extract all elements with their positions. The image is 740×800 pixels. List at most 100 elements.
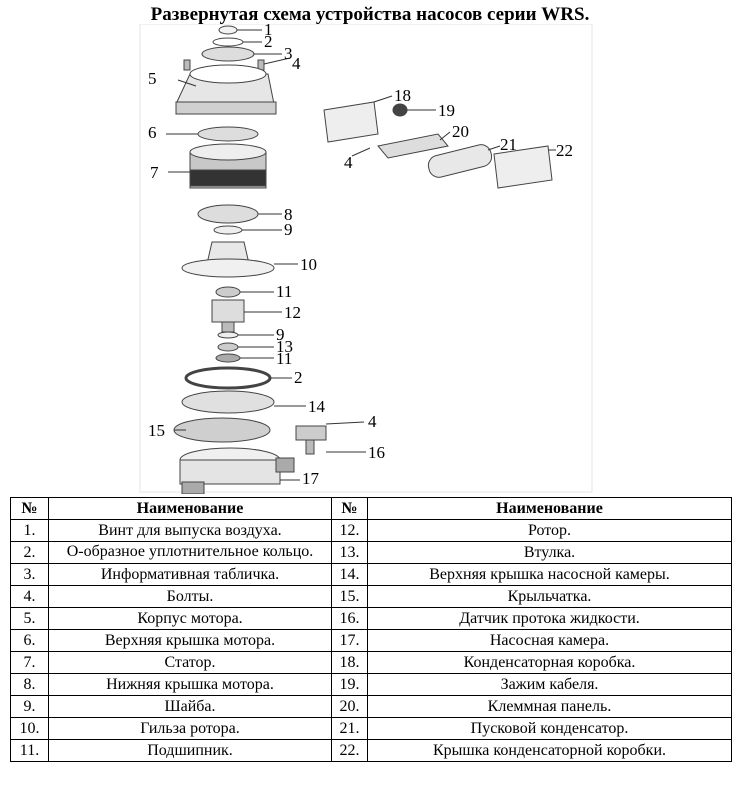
callout-labels: 1 2 3 4 5 6 7 8 9 10 11 12 9 13 11 2 14 … [148,24,573,488]
cell-name: Крышка конденсаторной коробки. [367,739,732,762]
header-number: № [331,497,368,520]
callout: 4 [368,412,377,431]
table-header-row: № Наименование № Наименование [10,497,732,520]
cell-name: Насосная камера. [367,629,732,652]
cell-number: 4. [10,585,49,608]
callout: 20 [452,122,469,141]
cell-number: 18. [331,651,368,674]
table-row: 4. Болты. 15. Крыльчатка. [10,585,732,608]
pump-chamber-cover [181,390,275,414]
cell-name: Шайба. [48,695,332,718]
cell-number: 9. [10,695,49,718]
table-row: 2. О-образное уплотнительное кольцо. 13.… [10,541,732,564]
table-row: 5. Корпус мотора. 16. Датчик протока жид… [10,607,732,630]
cell-number: 19. [331,673,368,696]
callout: 3 [284,44,293,63]
cell-number: 13. [331,541,368,564]
callout: 22 [556,141,573,160]
table-row: 3. Информативная табличка. 14. Верхняя к… [10,563,732,586]
callout: 6 [148,123,157,142]
header-number: № [10,497,49,520]
cell-name: Подшипник. [48,739,332,762]
nameplate [201,46,255,62]
cell-number: 3. [10,563,49,586]
cell-name: Информативная табличка. [48,563,332,586]
start-capacitor [427,144,493,178]
table-row: 7. Статор. 18. Конденсаторная коробка. [10,651,732,674]
cell-name: Конденсаторная коробка. [367,651,732,674]
rotor [211,299,245,323]
bolt [183,59,191,71]
cell-name: Болты. [48,585,332,608]
callout: 2 [294,368,303,387]
callout: 1 [264,24,273,39]
header-name: Наименование [48,497,332,520]
cell-number: 6. [10,629,49,652]
cell-name: Гильза ротора. [48,717,332,740]
callout: 4 [344,153,353,172]
callout: 11 [276,349,292,368]
callout: 18 [394,86,411,105]
callout: 9 [276,325,285,344]
table-row: 1. Винт для выпуска воздуха. 12. Ротор. [10,519,732,542]
callout: 13 [276,337,293,356]
callout: 2 [264,32,273,51]
callout: 5 [148,69,157,88]
callout: 21 [500,135,517,154]
cell-name: Датчик протока жидкости. [367,607,732,630]
table-row: 10. Гильза ротора. 21. Пусковой конденса… [10,717,732,740]
upper-motor-cover [197,126,259,142]
capacitor-box-cover [493,145,553,189]
cell-number: 22. [331,739,368,762]
leader-lines [166,29,556,481]
pump-drawing [173,25,553,494]
cell-name: Корпус мотора. [48,607,332,630]
cell-number: 5. [10,607,49,630]
o-ring-top [212,37,244,47]
flow-sensor [295,425,327,441]
table-row: 9. Шайба. 20. Клеммная панель. [10,695,732,718]
callout: 16 [368,443,385,462]
cell-name: Пусковой конденсатор. [367,717,732,740]
cell-name: Винт для выпуска воздуха. [48,519,332,542]
callout: 4 [292,54,301,73]
cell-number: 10. [10,717,49,740]
callout: 9 [284,220,293,239]
cell-name: Зажим кабеля. [367,673,732,696]
callout: 11 [276,282,292,301]
table-row: 6. Верхняя крышка мотора. 17. Насосная к… [10,629,732,652]
capacitor-box [323,101,379,143]
cell-number: 16. [331,607,368,630]
table-row: 8. Нижняя крышка мотора. 19. Зажим кабел… [10,673,732,696]
lower-motor-cover [197,204,259,224]
cell-number: 1. [10,519,49,542]
cell-name: Верхняя крышка насосной камеры. [367,563,732,586]
cell-number: 17. [331,629,368,652]
callout: 10 [300,255,317,274]
terminal-panel [377,133,449,159]
callout: 14 [308,397,326,416]
cell-number: 2. [10,541,49,564]
cell-name: Втулка. [367,541,732,564]
page-title: Развернутая схема устройства насосов сер… [150,4,590,25]
callout: 15 [148,421,165,440]
air-vent-screw [218,25,238,35]
cell-name: Нижняя крышка мотора. [48,673,332,696]
cell-number: 20. [331,695,368,718]
callout: 8 [284,205,293,224]
header-name: Наименование [367,497,732,520]
cell-name: О-образное уплотнительное кольцо. [48,541,332,564]
cell-name: Статор. [48,651,332,674]
cell-name: Крыльчатка. [367,585,732,608]
cell-number: 11. [10,739,49,762]
cell-number: 15. [331,585,368,608]
table-row: 11. Подшипник. 22. Крышка конденсаторной… [10,739,732,762]
callout: 17 [302,469,320,488]
impeller [173,417,271,443]
cell-number: 21. [331,717,368,740]
callout: 19 [438,101,455,120]
cell-name: Верхняя крышка мотора. [48,629,332,652]
cell-number: 12. [331,519,368,542]
cell-number: 8. [10,673,49,696]
exploded-diagram: 1 2 3 4 5 6 7 8 9 10 11 12 9 13 11 2 14 … [139,24,593,494]
